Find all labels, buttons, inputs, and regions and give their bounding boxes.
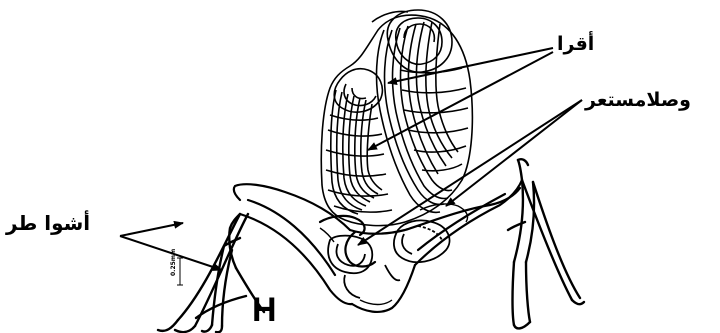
scale-bar-label: 0.25mm bbox=[170, 249, 177, 276]
arrow-mid-1 bbox=[446, 100, 582, 206]
arrow-left-1 bbox=[120, 223, 183, 236]
connecting-bridge bbox=[234, 180, 522, 312]
scale-bar bbox=[177, 258, 183, 285]
label-top: أقرا bbox=[557, 33, 594, 55]
figure-letter: H bbox=[252, 291, 277, 330]
arrow-mid-2 bbox=[358, 100, 582, 245]
lobed-organ bbox=[321, 10, 472, 226]
label-middle: وصلامستعر bbox=[585, 89, 691, 111]
label-left: أشوا طر bbox=[6, 211, 90, 235]
